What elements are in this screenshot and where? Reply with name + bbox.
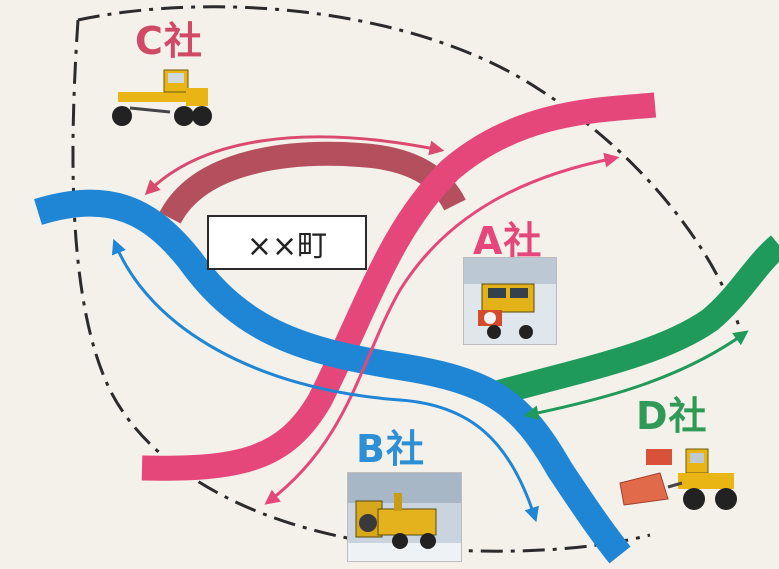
route-b-arrow — [111, 238, 539, 523]
route-c-arrow — [144, 135, 445, 196]
company-b-label: B社 — [356, 427, 425, 471]
company-c-label: C社 — [135, 19, 203, 63]
town-name-box: ××町 — [207, 215, 367, 270]
company-a-label: A社 — [473, 219, 543, 263]
motor-grader-icon — [100, 58, 216, 136]
company-d-label: D社 — [636, 394, 708, 438]
rotary-snow-blower-icon — [347, 472, 462, 562]
snow-blower-truck-icon — [463, 257, 557, 345]
route-d-arrow — [523, 330, 749, 421]
town-name: ××町 — [246, 228, 328, 264]
wheel-loader-plow-icon — [612, 443, 752, 521]
